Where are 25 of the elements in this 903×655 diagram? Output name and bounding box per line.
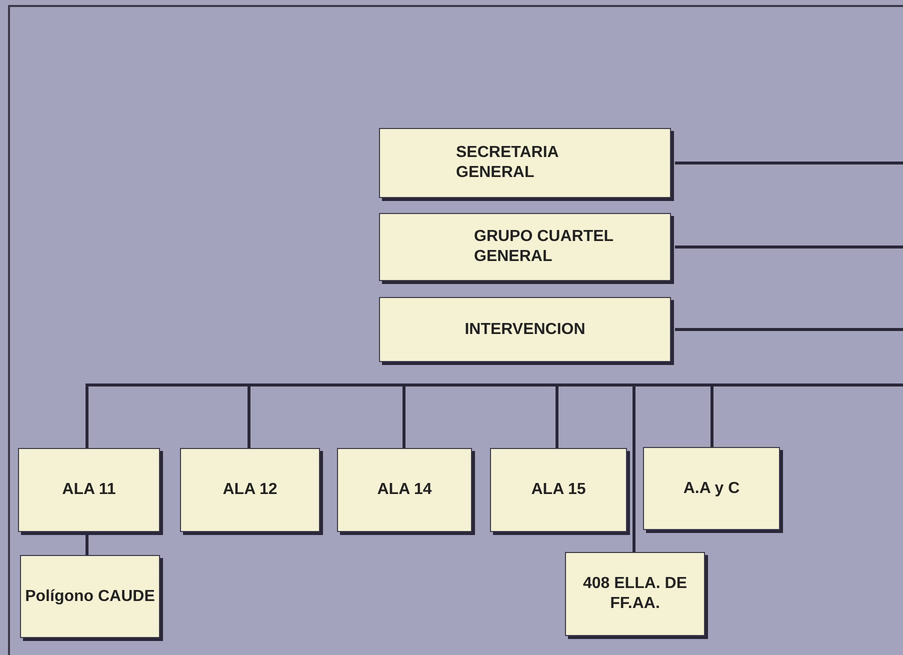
org-box — [490, 448, 627, 532]
org-box — [565, 552, 705, 636]
unit-name: Polígono CAUDE — [25, 586, 155, 606]
unit-name: 408 ELLA. DE FF.AA. — [582, 574, 688, 614]
org-box — [379, 297, 671, 362]
unit-name: INTERVENCION — [464, 320, 586, 340]
unit-name: A.A y C — [683, 478, 740, 498]
org-box — [18, 448, 160, 532]
connector-line — [86, 535, 88, 555]
connector-line — [675, 328, 903, 331]
org-box — [180, 448, 320, 532]
org-box — [337, 448, 472, 532]
connector-line — [632, 384, 903, 552]
connector-line — [675, 246, 903, 248]
unit-name: ALA 11 — [62, 480, 116, 500]
unit-name: ALA 14 — [377, 480, 432, 500]
org-box — [643, 447, 780, 530]
unit-name: GRUPO CUARTEL GENERAL — [474, 227, 614, 267]
org-box — [20, 555, 160, 638]
org-box — [379, 213, 671, 281]
unit-name: ALA 12 — [222, 480, 278, 500]
unit-name: ALA 15 — [531, 480, 586, 500]
org-box — [379, 128, 671, 198]
unit-name: SECRETARIA GENERAL — [456, 143, 560, 183]
connector-line — [675, 162, 903, 164]
